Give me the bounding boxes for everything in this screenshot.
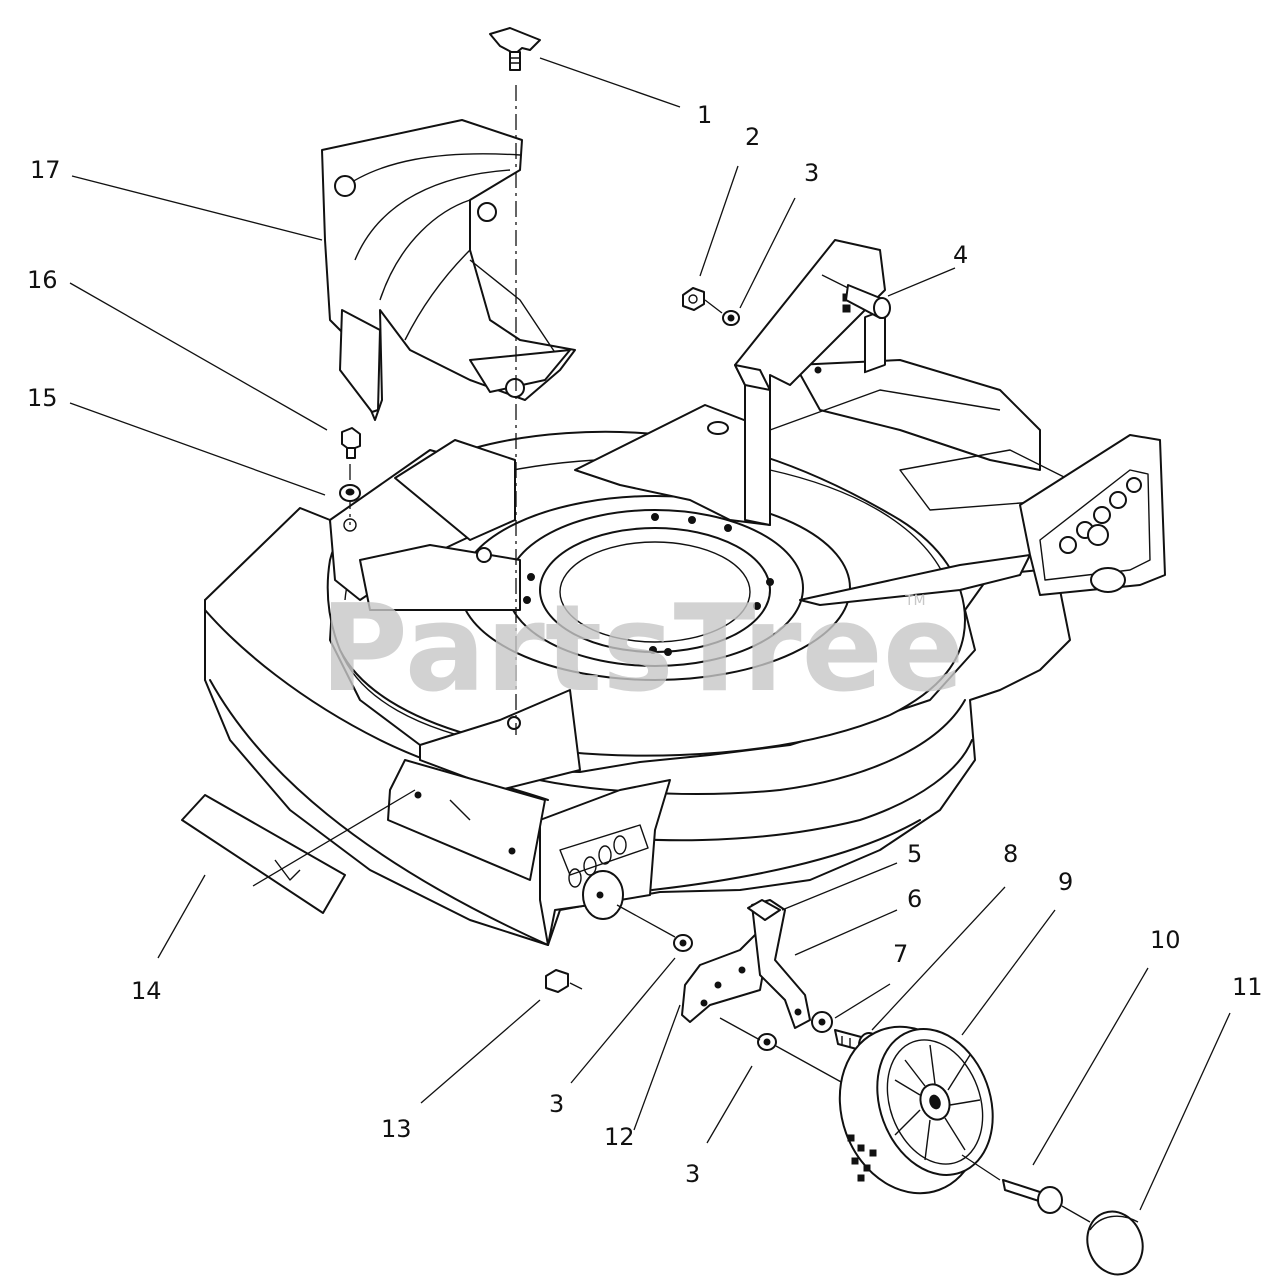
- callout-8: 8: [1003, 840, 1018, 868]
- callout-17: 17: [30, 156, 61, 184]
- discharge-chute: [321, 119, 576, 421]
- leader-lines: [69, 57, 1231, 1211]
- label-decal-part: [181, 794, 346, 914]
- callout-16: 16: [27, 266, 58, 294]
- callout-5: 5: [907, 840, 922, 868]
- callout-3: 3: [804, 159, 819, 187]
- callout-15: 15: [27, 384, 58, 412]
- mower-deck: [204, 239, 1166, 946]
- callout-3-washer-front: 3: [549, 1090, 564, 1118]
- callout-6: 6: [907, 885, 922, 913]
- callout-2: 2: [745, 123, 760, 151]
- callout-11: 11: [1232, 973, 1263, 1001]
- watermark-trademark: TM: [904, 593, 926, 609]
- knob-part: [489, 27, 541, 71]
- callout-1: 1: [697, 101, 712, 129]
- nut-part: [682, 287, 705, 311]
- spacer-part-15: [339, 484, 361, 502]
- callout-4: 4: [953, 241, 968, 269]
- callout-12: 12: [604, 1123, 635, 1151]
- callout-9: 9: [1058, 868, 1073, 896]
- callout-13: 13: [381, 1115, 412, 1143]
- callout-3-washer-wheel: 3: [685, 1160, 700, 1188]
- callout-7: 7: [893, 940, 908, 968]
- watermark: PartsTree: [320, 580, 964, 719]
- callout-10: 10: [1150, 926, 1181, 954]
- shoulder-bolt-part: [821, 274, 891, 319]
- washer-part: [722, 310, 740, 326]
- callout-labels: 1 2 3 4 5 6 7 8 9 10 11 12 13 14 15 16 1…: [27, 101, 1263, 1188]
- callout-14: 14: [131, 977, 162, 1005]
- bolt-part-16: [341, 427, 361, 459]
- front-wheel-assembly: [545, 899, 1144, 1276]
